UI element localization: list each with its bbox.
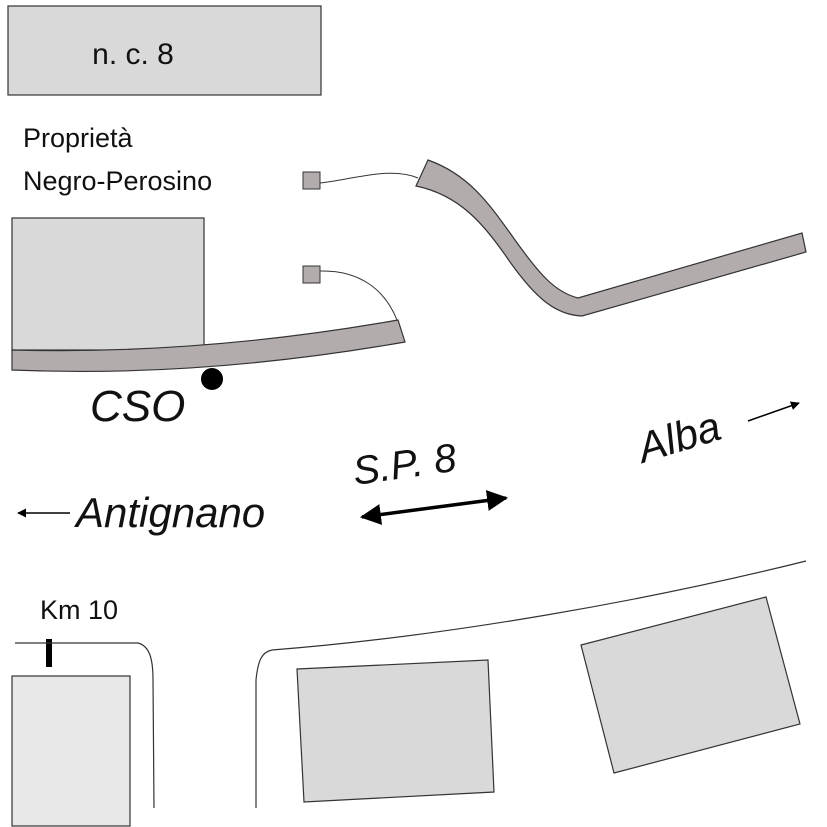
km-tick <box>46 639 52 667</box>
direction-antignano: Antignano <box>17 489 265 536</box>
leader-line-top <box>319 172 419 184</box>
road-sp8: S.P. 8 <box>350 436 509 525</box>
property-marker-top <box>302 171 321 190</box>
property-markers <box>302 171 419 321</box>
km-marker: Km 10 <box>40 595 118 667</box>
wall-strip-left <box>11 319 406 373</box>
km-label: Km 10 <box>40 595 118 625</box>
cso-site: CSO <box>90 368 223 431</box>
alba-arrow <box>747 401 800 422</box>
wall-strip-right <box>415 159 807 317</box>
property-label-line2: Negro-Perosino <box>23 166 212 196</box>
cso-label: CSO <box>90 382 185 431</box>
antignano-label: Antignano <box>73 489 265 536</box>
alba-label: Alba <box>629 402 726 472</box>
property-label-line1: Proprietà <box>23 123 134 153</box>
building-cso <box>11 217 205 351</box>
property-label: Proprietà Negro-Perosino <box>23 123 212 196</box>
property-marker-bottom <box>302 265 321 284</box>
direction-alba: Alba <box>629 401 800 472</box>
road-edge-right <box>255 560 807 808</box>
parcel-nc8-label: n. c. 8 <box>92 38 174 71</box>
building-lower-left <box>11 675 131 827</box>
building-lower-middle <box>296 659 495 803</box>
road-label: S.P. 8 <box>350 436 460 494</box>
parcel-nc8: n. c. 8 <box>7 5 322 96</box>
road-edge-left <box>15 642 155 809</box>
building-lower-right <box>580 596 801 774</box>
road-double-arrow <box>359 490 509 525</box>
leader-line-bottom <box>319 270 398 321</box>
parcel-nc8-box <box>7 5 322 96</box>
cso-dot <box>201 368 223 390</box>
